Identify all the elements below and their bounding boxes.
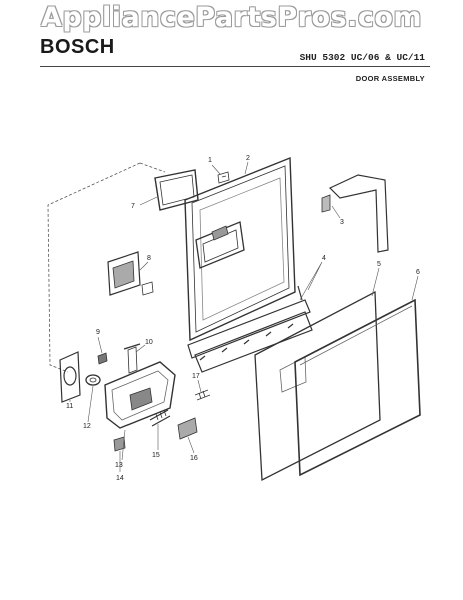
- watermark-text: AppliancePartsPros.com: [40, 2, 423, 33]
- callout-3: 3: [340, 219, 344, 226]
- header-rule: [40, 66, 430, 67]
- callout-5: 5: [377, 261, 381, 268]
- callout-2: 2: [246, 155, 250, 162]
- part-17-spring: [194, 389, 211, 401]
- callout-11: 11: [66, 403, 73, 410]
- brand-logo: BOSCH: [40, 36, 115, 58]
- callout-12: 12: [83, 423, 91, 430]
- callout-4: 4: [322, 255, 326, 262]
- section-title: DOOR ASSEMBLY: [355, 74, 425, 83]
- part-4-hinge-strip: [187, 285, 313, 373]
- part-15-springs: [149, 409, 171, 427]
- part-2-inner-door: [184, 156, 296, 342]
- part-5-middle-panel: [254, 290, 381, 482]
- part-10-pin: [123, 343, 141, 374]
- part-14-clip: [113, 436, 126, 452]
- callout-16: 16: [190, 455, 198, 462]
- model-number: SHU 5302 UC/06 & UC/11: [299, 52, 425, 63]
- part-6-outer-panel: [294, 298, 421, 477]
- leader-lines: [69, 161, 419, 472]
- callout-10: 10: [145, 339, 153, 346]
- callout-15: 15: [152, 452, 160, 459]
- callout-7: 7: [131, 203, 135, 210]
- part-16-latch: [177, 417, 198, 440]
- callout-14: 14: [116, 475, 124, 482]
- callout-17: 17: [192, 373, 200, 380]
- part-9-screw: [97, 352, 108, 365]
- part-8-bracket: [107, 251, 154, 296]
- part-7-gasket: [154, 169, 199, 211]
- callout-6: 6: [416, 269, 420, 276]
- dashed-boundary: [47, 162, 166, 373]
- callout-9: 9: [96, 329, 100, 336]
- part-13-dispenser-housing: [104, 361, 176, 429]
- callout-13: 13: [115, 462, 123, 469]
- callout-1: 1: [208, 157, 212, 164]
- part-3-side-trim: [321, 174, 389, 253]
- callout-8: 8: [147, 255, 151, 262]
- part-1-screw: [217, 171, 230, 184]
- part-12-seal: [85, 374, 101, 386]
- callout-labels: 1 2 3 4 5 6 7 8 9 10 11 12 13 14 15 16 1…: [66, 155, 420, 482]
- part-11-dispenser-lid: [59, 351, 81, 403]
